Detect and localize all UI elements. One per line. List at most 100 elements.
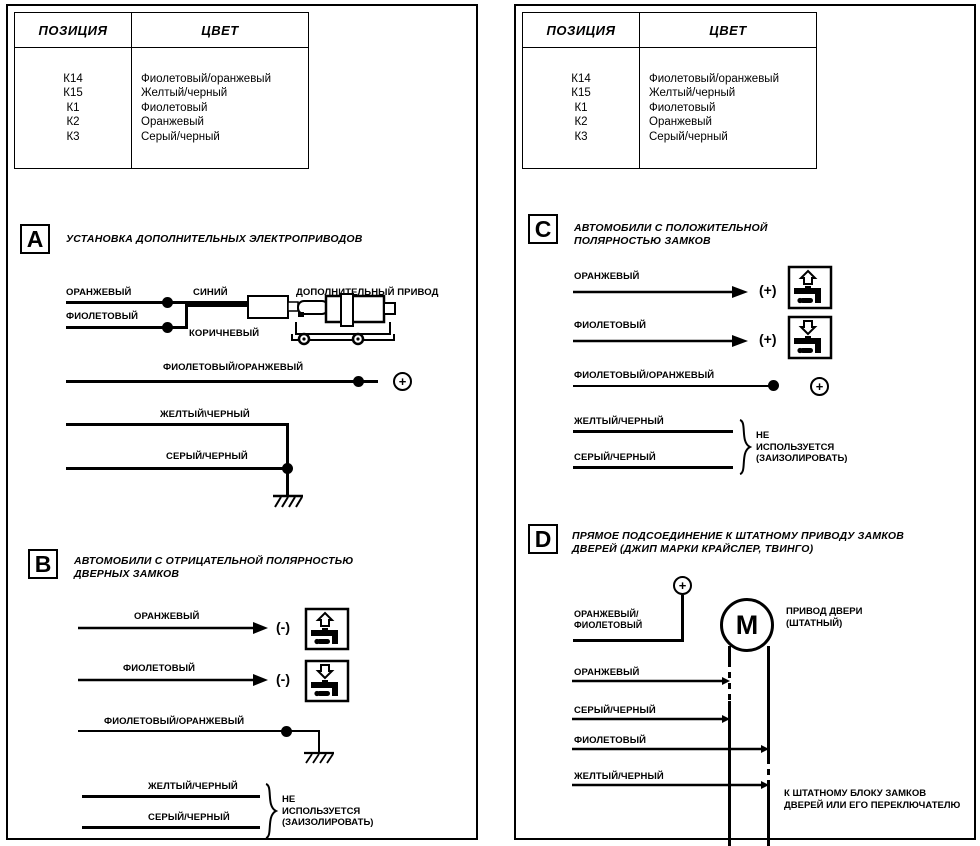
label-violet: ФИОЛЕТОВЫЙ — [574, 320, 647, 331]
list-item: К15 — [63, 87, 83, 100]
wire-brown — [185, 304, 251, 307]
unused-note: НЕ ИСПОЛЬЗУЕТСЯ (ЗАИЗОЛИРОВАТЬ) — [282, 794, 374, 828]
list-item: Фиолетовый — [649, 101, 716, 114]
label-orange-violet: ОРАНЖЕВЫЙ/ ФИОЛЕТОВЫЙ — [574, 609, 643, 630]
wire-plus-drop — [681, 595, 684, 642]
junction-dot — [162, 297, 173, 308]
list-item: К15 — [571, 87, 591, 100]
unused-note: НЕ ИСПОЛЬЗУЕТСЯ (ЗАИЗОЛИРОВАТЬ) — [756, 430, 848, 464]
list-item: К1 — [66, 101, 80, 114]
color-cell: Фиолетовый/оранжевый Желтый/черный Фиоле… — [639, 47, 817, 169]
wire-violet-orange — [573, 385, 777, 387]
junction-dot — [353, 376, 364, 387]
list-item: Серый/черный — [649, 130, 728, 143]
lock-icon — [304, 659, 350, 703]
wire-violet — [572, 745, 769, 753]
label-violet-orange: ФИОЛЕТОВЫЙ/ОРАНЖЕВЫЙ — [104, 716, 245, 727]
polarity-positive-unlock: (+) — [759, 282, 777, 298]
list-item: Фиолетовый/оранжевый — [141, 72, 271, 85]
wire-gray-black — [572, 715, 730, 723]
bottom-caption: К ШТАТНОМУ БЛОКУ ЗАМКОВ ДВЕРЕЙ ИЛИ ЕГО П… — [784, 788, 961, 811]
list-item: К2 — [66, 116, 80, 129]
table-header-color: ЦВЕТ — [639, 12, 817, 48]
label-gray-black: СЕРЫЙ/ЧЕРНЫЙ — [166, 451, 248, 462]
list-item: К14 — [571, 72, 591, 85]
wire-color-table: ПОЗИЦИЯ ЦВЕТ К14 К15 К1 К2 К3 Фиолет — [522, 12, 817, 169]
list-item: К1 — [574, 101, 588, 114]
list-item: Желтый/черный — [141, 87, 228, 100]
label-yellow-black: ЖЕЛТЫЙ/ЧЕРНЫЙ — [148, 781, 238, 792]
label-orange: ОРАНЖЕВЫЙ — [574, 271, 640, 282]
position-cell: К14 К15 К1 К2 К3 — [14, 47, 132, 169]
wire-yellow-black — [82, 795, 260, 798]
section-c-title: АВТОМОБИЛИ С ПОЛОЖИТЕЛЬНОЙ ПОЛЯРНОСТЬЮ З… — [574, 222, 768, 247]
door-motor-icon: M — [720, 598, 774, 652]
label-violet: ФИОЛЕТОВЫЙ — [574, 735, 647, 746]
table-header-row: ПОЗИЦИЯ ЦВЕТ — [14, 12, 309, 48]
wire-yellow-black — [572, 781, 769, 789]
left-page-panel: ПОЗИЦИЯ ЦВЕТ К14 К15 К1 К2 К3 Фиолет — [6, 4, 478, 840]
list-item: К14 — [63, 72, 83, 85]
wire-gray-black — [66, 467, 289, 470]
polarity-negative-lock: (-) — [276, 671, 290, 687]
positive-terminal-icon: + — [393, 372, 412, 391]
table-header-position: ПОЗИЦИЯ — [522, 12, 640, 48]
wire-violet-orange — [78, 730, 289, 732]
list-item: Желтый/черный — [649, 87, 736, 100]
junction-dot — [162, 322, 173, 333]
label-orange: ОРАНЖЕВЫЙ — [66, 287, 132, 298]
section-b-title: АВТОМОБИЛИ С ОТРИЦАТЕЛЬНОЙ ПОЛЯРНОСТЬЮ Д… — [74, 555, 354, 580]
section-b: B АВТОМОБИЛИ С ОТРИЦАТЕЛЬНОЙ ПОЛЯРНОСТЬЮ… — [8, 6, 480, 842]
label-gray-black: СЕРЫЙ/ЧЕРНЫЙ — [148, 812, 230, 823]
label-orange: ОРАНЖЕВЫЙ — [574, 667, 640, 678]
label-yellow-black: ЖЕЛТЫЙ/ЧЕРНЫЙ — [574, 771, 664, 782]
wire-ground-drop — [286, 467, 289, 496]
junction-dot — [768, 380, 779, 391]
position-list: К14 К15 К1 К2 К3 — [523, 72, 639, 145]
section-d-letter: D — [528, 524, 558, 554]
positive-terminal-icon: + — [810, 377, 829, 396]
section-d: D ПРЯМОЕ ПОДСОЕДИНЕНИЕ К ШТАТНОМУ ПРИВОД… — [516, 6, 978, 846]
label-violet-orange: ФИОЛЕТОВЫЙ/ОРАНЖЕВЫЙ — [574, 370, 715, 381]
list-item: К2 — [574, 116, 588, 129]
motor-lead-left-lower — [728, 701, 731, 846]
color-cell: Фиолетовый/оранжевый Желтый/черный Фиоле… — [131, 47, 309, 169]
label-yellow-black: ЖЕЛТЫЙ/ЧЕРНЫЙ — [574, 416, 664, 427]
arrow-orange — [78, 622, 268, 634]
brace-icon — [739, 419, 753, 475]
section-d-title: ПРЯМОЕ ПОДСОЕДИНЕНИЕ К ШТАТНОМУ ПРИВОДУ … — [572, 530, 905, 555]
wire-brown-riser — [185, 304, 188, 328]
wire-yellow-black-riser — [286, 423, 289, 470]
wire-yellow-black — [573, 430, 733, 433]
color-list: Фиолетовый/оранжевый Желтый/черный Фиоле… — [132, 72, 308, 145]
list-item: Фиолетовый/оранжевый — [649, 72, 779, 85]
label-gray-black: СЕРЫЙ/ЧЕРНЫЙ — [574, 452, 656, 463]
unlock-icon — [304, 607, 350, 651]
positive-terminal-icon: + — [673, 576, 692, 595]
wire-orange — [572, 677, 730, 685]
polarity-positive-lock: (+) — [759, 331, 777, 347]
section-a: A УСТАНОВКА ДОПОЛНИТЕЛЬНЫХ ЭЛЕКТРОПРИВОД… — [8, 6, 480, 508]
motor-lead-left — [728, 646, 731, 661]
wire-orange — [66, 301, 256, 304]
list-item: К3 — [574, 130, 588, 143]
table-header-position: ПОЗИЦИЯ — [14, 12, 132, 48]
list-item: Оранжевый — [649, 116, 712, 129]
arrow-violet — [78, 674, 268, 686]
additional-actuator-illustration — [247, 293, 396, 346]
section-b-letter: B — [28, 549, 58, 579]
list-item: Оранжевый — [141, 116, 204, 129]
arrow-violet — [573, 335, 748, 347]
wire-violet-orange — [66, 380, 378, 383]
wire-ground-run — [285, 730, 320, 732]
table-header-row: ПОЗИЦИЯ ЦВЕТ — [522, 12, 817, 48]
motor-caption: ПРИВОД ДВЕРИ (ШТАТНЫЙ) — [786, 606, 863, 629]
list-item: Фиолетовый — [141, 101, 208, 114]
section-c-letter: C — [528, 214, 558, 244]
label-blue: СИНИЙ — [193, 287, 228, 298]
brace-icon — [265, 783, 279, 839]
label-brown: КОРИЧНЕВЫЙ — [189, 328, 260, 339]
label-violet-orange: ФИОЛЕТОВЫЙ/ОРАНЖЕВЫЙ — [163, 362, 304, 373]
wire-gray-black — [82, 826, 260, 829]
motor-lead-right-dashed — [767, 758, 770, 786]
